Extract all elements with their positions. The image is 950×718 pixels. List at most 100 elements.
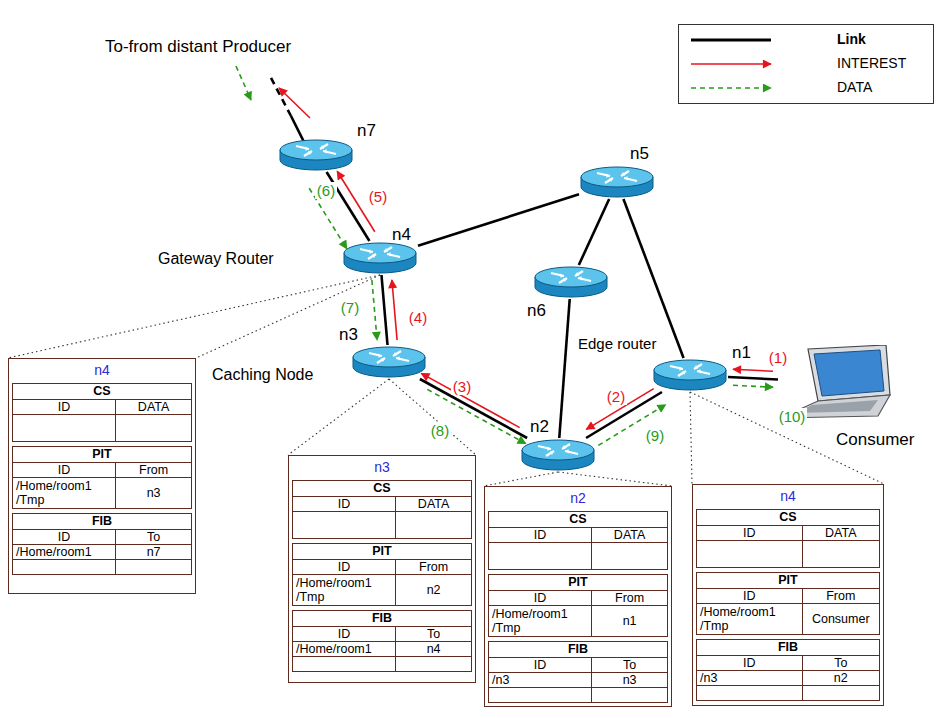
- table-title: CS: [13, 384, 191, 400]
- node-label: n6: [527, 302, 546, 321]
- table-cell: n2: [396, 575, 471, 605]
- interest-arrow: [392, 280, 397, 340]
- column-header: ID: [489, 528, 592, 543]
- node-label: n5: [630, 145, 649, 164]
- step-number: (7): [339, 299, 361, 316]
- box-heading: n4: [696, 488, 880, 505]
- router-table: CSIDDATA: [696, 509, 880, 568]
- table-cell: n4: [396, 642, 471, 657]
- node-table-box: n4CSIDDATAPITIDFrom/Home/room1 /Tmpn3FIB…: [8, 358, 196, 594]
- leader-line: [196, 275, 380, 358]
- network-link: [420, 379, 527, 438]
- step-number: (3): [451, 378, 473, 395]
- box-heading: n3: [292, 459, 472, 476]
- table-cell: /Home/room1 /Tmp: [697, 604, 803, 634]
- leader-line: [8, 275, 380, 358]
- router-table: FIBIDTo/Home/room1n4: [292, 610, 472, 672]
- node-role-label: Caching Node: [212, 366, 313, 384]
- network-link: [418, 194, 579, 246]
- empty-cell: [489, 688, 592, 702]
- legend-sample: [687, 28, 787, 52]
- table-cell: /n3: [489, 673, 592, 688]
- empty-cell: [13, 560, 116, 574]
- router-icon: [533, 265, 609, 299]
- column-header: ID: [293, 627, 396, 642]
- table-cell: n2: [803, 671, 879, 686]
- table-cell: /Home/room1: [13, 545, 116, 560]
- table-title: PIT: [697, 573, 879, 589]
- node-label: n4: [392, 226, 411, 245]
- table-title: FIB: [489, 642, 667, 658]
- router: n2: [520, 438, 596, 472]
- legend-text: INTEREST: [837, 55, 906, 72]
- column-header: DATA: [116, 400, 191, 415]
- data-arrow: [372, 280, 377, 340]
- table-cell: Consumer: [803, 604, 879, 634]
- router: n3Caching Node: [351, 345, 427, 379]
- step-number: (4): [407, 309, 429, 326]
- column-header: To: [592, 658, 667, 673]
- empty-cell: [293, 657, 396, 671]
- data-arrow: [598, 405, 665, 446]
- table-cell: /Home/room1 /Tmp: [13, 478, 116, 508]
- network-link: [623, 199, 683, 358]
- column-header: From: [592, 591, 667, 606]
- step-number: (9): [644, 427, 666, 444]
- empty-cell: [803, 541, 879, 567]
- legend-text: DATA: [837, 79, 872, 96]
- table-title: FIB: [697, 640, 879, 656]
- step-number: (8): [429, 422, 451, 439]
- node-label: n7: [357, 122, 376, 141]
- table-title: PIT: [489, 575, 667, 591]
- table-cell: n3: [116, 478, 191, 508]
- interest-arrow: [421, 373, 519, 427]
- table-title: CS: [697, 510, 879, 526]
- router: n6: [533, 265, 609, 299]
- producer-link: [236, 66, 310, 142]
- table-title: PIT: [13, 447, 191, 463]
- column-header: ID: [13, 530, 116, 545]
- leader-line: [484, 472, 558, 486]
- interest-arrow: [586, 389, 653, 430]
- network-link: [327, 172, 370, 241]
- router-table: PITIDFrom/Home/room1 /Tmpn3: [12, 446, 192, 509]
- router-table: FIBIDTo/Home/room1n7: [12, 513, 192, 575]
- network-link: [559, 299, 569, 438]
- node-label: n2: [530, 418, 549, 437]
- empty-cell: [396, 657, 471, 671]
- column-header: DATA: [592, 528, 667, 543]
- node-role-label: Edge router: [578, 336, 656, 353]
- node-role-label: Gateway Router: [158, 250, 274, 268]
- step-number: (6): [315, 182, 337, 199]
- router-table: PITIDFrom/Home/room1 /TmpConsumer: [696, 572, 880, 635]
- column-header: ID: [293, 560, 396, 575]
- table-cell: /Home/room1 /Tmp: [293, 575, 396, 605]
- router: n4Gateway Router: [342, 241, 418, 275]
- router-table: PITIDFrom/Home/room1 /Tmpn1: [488, 574, 668, 637]
- router-table: CSIDDATA: [12, 383, 192, 442]
- router-icon: [652, 358, 728, 392]
- laptop-icon: [778, 345, 893, 420]
- empty-cell: [116, 415, 191, 441]
- leader-line: [288, 379, 389, 455]
- consumer-laptop: Consumer: [778, 345, 893, 420]
- data-arrow: [733, 385, 773, 387]
- column-header: ID: [13, 463, 116, 478]
- column-header: ID: [697, 589, 803, 604]
- legend-box: LinkINTERESTDATA: [678, 24, 934, 104]
- step-number: (2): [605, 388, 627, 405]
- box-heading: n4: [12, 362, 192, 379]
- router-icon: [351, 345, 427, 379]
- network-link: [586, 392, 662, 438]
- column-header: ID: [489, 658, 592, 673]
- router-icon: [520, 438, 596, 472]
- interest-arrow: [337, 171, 375, 232]
- router: n5: [579, 165, 655, 199]
- column-header: ID: [489, 591, 592, 606]
- table-title: PIT: [293, 544, 471, 560]
- empty-cell: [592, 688, 667, 702]
- table-cell: /Home/room1 /Tmp: [489, 606, 592, 636]
- router-icon: [342, 241, 418, 275]
- table-cell: n3: [592, 673, 667, 688]
- column-header: From: [116, 463, 191, 478]
